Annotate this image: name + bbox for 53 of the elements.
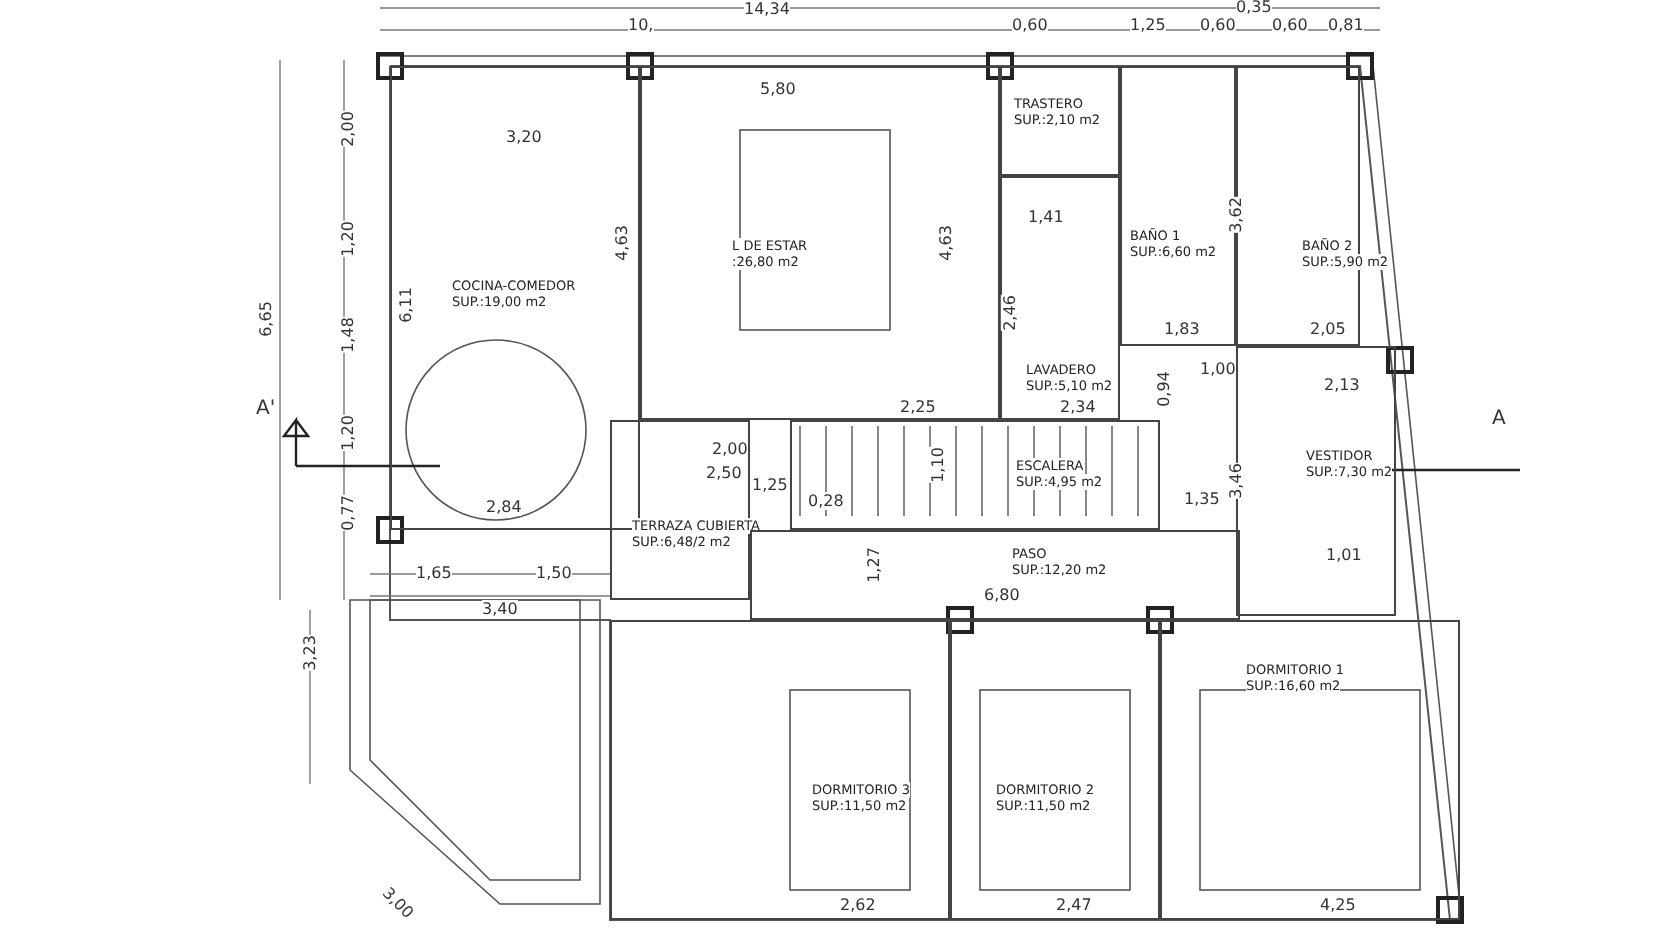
dimension-label: 2,62: [840, 896, 876, 914]
dimension-label: 2,05: [1310, 320, 1346, 338]
dimension-label: 0,35: [1236, 0, 1272, 16]
dimension-label: 3,23: [300, 635, 319, 671]
room: [950, 620, 1160, 920]
dimension-label: 6,65: [256, 301, 275, 337]
dimension-label: 3,20: [506, 128, 542, 146]
dimension-label: 4,63: [612, 225, 631, 261]
dimension-label: 0,94: [1154, 371, 1173, 407]
dimension-label: 0,60: [1272, 16, 1308, 34]
dimension-label: 2,00: [338, 111, 357, 147]
dimension-label: 2,84: [486, 498, 522, 516]
dimension-label: 2,25: [900, 398, 936, 416]
dimension-label: 3,62: [1226, 197, 1245, 233]
dimension-label: 2,00: [712, 440, 748, 458]
dimension-label: 1,10: [928, 447, 947, 483]
dimension-label: 0,28: [808, 492, 844, 510]
dimension-label: 1,25: [752, 476, 788, 494]
dimension-label: 3,40: [482, 600, 518, 618]
dimension-label: 1,48: [338, 317, 357, 353]
dimension-label: 1,41: [1028, 208, 1064, 226]
dimension-label: 1,20: [338, 221, 357, 257]
dimension-label: 1,20: [338, 415, 357, 451]
dimension-label: 4,25: [1320, 896, 1356, 914]
dimension-label: 2,50: [706, 464, 742, 482]
dimension-label: 6,80: [984, 586, 1020, 604]
dimension-label: 1,01: [1326, 546, 1362, 564]
section-mark-label: A: [1492, 410, 1506, 428]
dimension-label: 0,77: [338, 495, 357, 531]
dimension-label: 1,50: [536, 564, 572, 582]
room: [610, 620, 950, 920]
dimension-label: 0,60: [1200, 16, 1236, 34]
dimension-label: 0,60: [1012, 16, 1048, 34]
dimension-label: 2,46: [1000, 295, 1019, 331]
dimension-label: 2,34: [1060, 398, 1096, 416]
dimension-label: 14,34: [744, 0, 790, 18]
dimension-label: 2,13: [1324, 376, 1360, 394]
dimension-label: 5,80: [760, 80, 796, 98]
dimension-label: 1,27: [864, 547, 883, 583]
dimension-label: 6,11: [396, 287, 415, 323]
dimension-label: 4,63: [936, 225, 955, 261]
dimension-label: 1,00: [1200, 360, 1236, 378]
dimension-label: 3,46: [1226, 463, 1245, 499]
dimension-label: 1,25: [1130, 16, 1166, 34]
room: [1000, 66, 1120, 176]
dimension-label: 0,81: [1328, 16, 1364, 34]
dimension-label: 10,: [628, 16, 654, 34]
section-mark-label: A': [256, 400, 276, 418]
dimension-label: 1,65: [416, 564, 452, 582]
dimension-label: 2,47: [1056, 896, 1092, 914]
dimension-label: 1,83: [1164, 320, 1200, 338]
dimension-label: 1,35: [1184, 490, 1220, 508]
room: [1160, 620, 1460, 920]
